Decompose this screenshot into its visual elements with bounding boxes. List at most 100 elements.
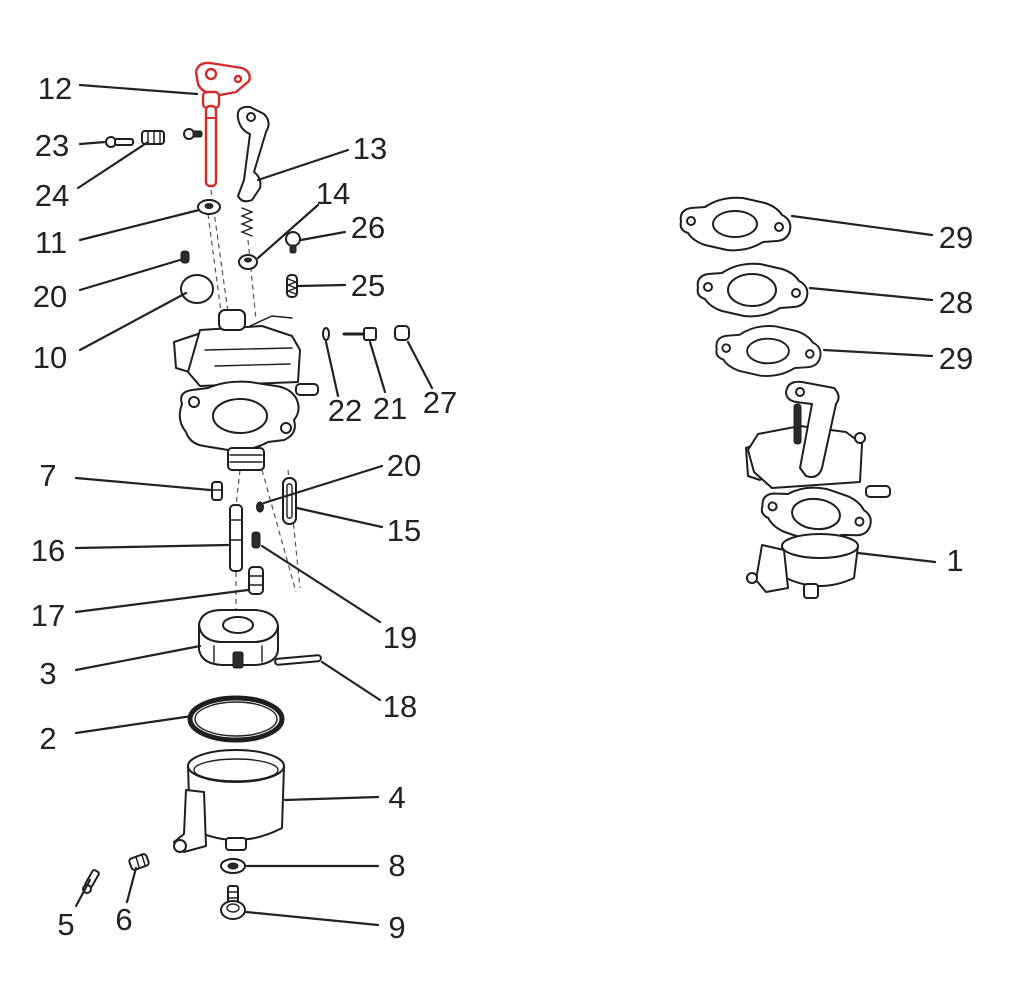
lever-part-12	[194, 61, 251, 188]
callout-17: 17	[31, 598, 65, 633]
callout-2: 2	[39, 721, 56, 756]
float-part-3	[198, 609, 279, 669]
assembly-lever	[785, 380, 840, 478]
sleeve-knurl	[135, 856, 140, 868]
callout-18: 18	[383, 689, 417, 724]
jet-body	[282, 477, 297, 525]
leader-line-17	[74, 588, 250, 614]
body-venturi-hole	[212, 398, 268, 434]
leader-line-29-top	[790, 214, 934, 237]
assembly-screw	[854, 432, 866, 444]
leader-line-14	[256, 203, 320, 260]
gasket-part-29-bottom	[715, 325, 822, 377]
part-12-hole	[204, 67, 218, 81]
jet-part-17	[248, 566, 264, 595]
leader-line-21	[368, 340, 387, 394]
screw-shaft	[114, 138, 134, 146]
guide-line	[261, 469, 297, 593]
carburetor-body	[173, 309, 319, 471]
body-bolt-hole	[188, 396, 200, 408]
assembly-bowl-bracket	[755, 544, 789, 593]
leader-line-24	[76, 140, 150, 190]
float-tab	[232, 651, 244, 669]
assembly-lever-hole	[795, 387, 805, 397]
screw-part-23	[105, 136, 134, 148]
callout-29-bottom: 29	[939, 341, 973, 376]
jet-inner	[286, 483, 293, 519]
body-edge	[214, 363, 291, 367]
screw-shaft	[192, 130, 203, 138]
callout-23: 23	[35, 128, 69, 163]
assembly-flange	[760, 486, 872, 542]
bowl-boss	[173, 839, 187, 853]
assembly-bottom-bolt	[803, 583, 819, 599]
gasket-part-29-top	[679, 196, 792, 252]
gasket-part-28	[696, 262, 809, 318]
leader-line-4	[283, 795, 380, 802]
jet-part-15	[282, 477, 297, 525]
spring-part-25	[286, 274, 298, 298]
callout-28: 28	[939, 285, 973, 320]
guide-line	[235, 469, 241, 506]
leader-line-25	[296, 283, 347, 288]
body-fuel-inlet	[295, 383, 319, 396]
part-12-pin	[233, 74, 243, 84]
callout-27: 27	[423, 385, 457, 420]
pin-body	[180, 250, 190, 264]
lever-part-13	[236, 105, 270, 237]
assembly-venturi-hole	[791, 497, 841, 531]
disk-body	[180, 274, 214, 304]
part-13-hole	[246, 112, 256, 122]
assembly-side-bolt	[746, 572, 758, 584]
washer-hole	[227, 862, 239, 870]
body-neck	[227, 447, 265, 471]
pin-body	[251, 531, 261, 549]
assembly-bolt-hole	[854, 516, 865, 527]
leader-line-15	[295, 506, 384, 529]
leader-lines	[74, 83, 937, 927]
screw-part-21	[342, 327, 377, 341]
bolt-part-9	[220, 885, 246, 920]
gasket-hole	[746, 337, 790, 365]
leader-line-6	[125, 866, 138, 904]
body-linkage	[249, 315, 293, 327]
callout-8: 8	[388, 848, 405, 883]
screw-shaft	[289, 244, 297, 254]
callout-21: 21	[373, 391, 407, 426]
callout-4: 4	[388, 780, 405, 815]
callout-3: 3	[39, 656, 56, 691]
screw-part-26	[285, 231, 301, 254]
callout-10: 10	[33, 340, 67, 375]
part-12-shaft	[204, 104, 218, 188]
bowl-part-4	[173, 749, 285, 853]
bowl-inner	[193, 758, 279, 782]
bolt-head-face	[226, 903, 240, 913]
leader-line-26	[299, 230, 347, 242]
washer-part-8	[220, 858, 246, 874]
bolt-head	[220, 900, 246, 920]
gasket-bolt-hole	[805, 349, 815, 359]
leader-line-20-upper	[78, 258, 182, 292]
pin-part-7	[211, 481, 223, 501]
callout-6: 6	[115, 902, 132, 937]
callout-12: 12	[38, 71, 72, 106]
pin-part-20-upper	[180, 250, 190, 264]
gasket-bolt-hole	[791, 288, 801, 298]
leader-line-7	[74, 476, 212, 492]
cap-body	[394, 325, 410, 341]
pin-part-22	[322, 327, 330, 341]
screw-head	[363, 327, 377, 341]
gasket-bolt-hole	[774, 222, 784, 232]
o-ring-inner	[194, 701, 278, 737]
callout-1: 1	[946, 543, 963, 578]
nut-part-14	[238, 254, 258, 270]
leader-line-1	[856, 551, 937, 564]
gasket-bolt-hole	[721, 343, 731, 353]
callout-25: 25	[351, 268, 385, 303]
gasket-hole	[712, 210, 758, 238]
bowl-bracket	[173, 789, 207, 853]
washer-part-11	[197, 199, 221, 215]
washer-hole	[204, 203, 214, 209]
gasket-bolt-hole	[686, 216, 696, 226]
